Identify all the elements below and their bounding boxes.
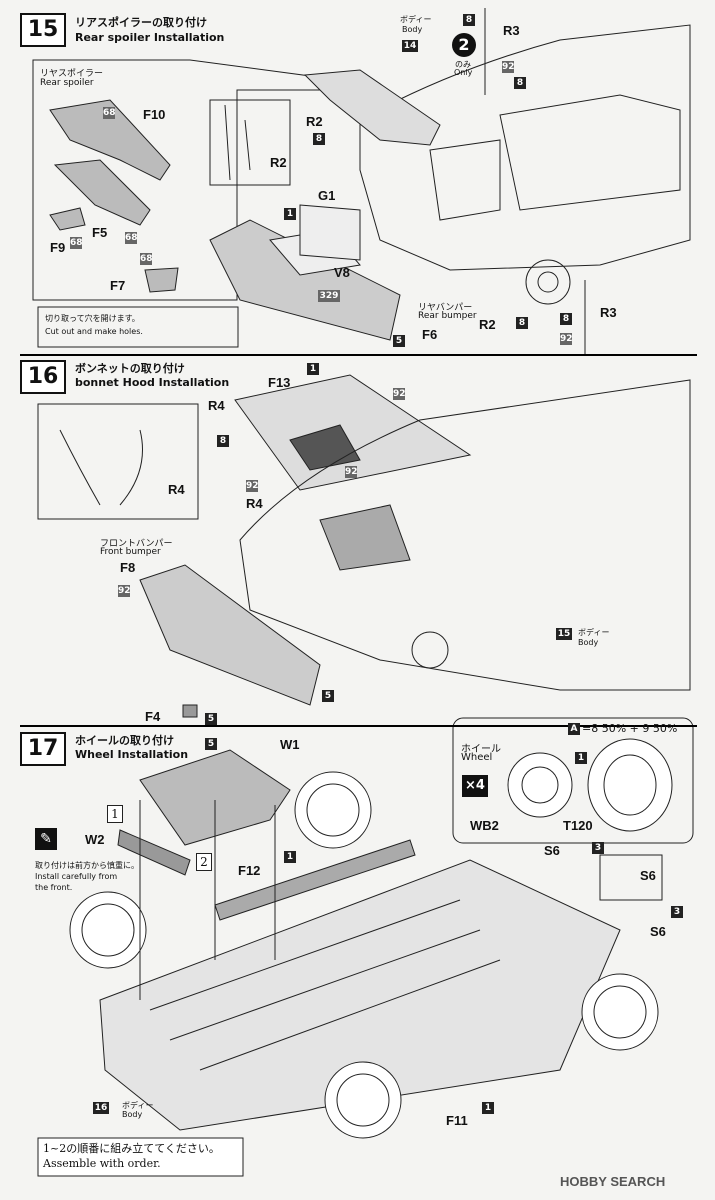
num-92-16c: 92: [345, 466, 358, 478]
rear-spoiler-label-jp: リヤスポイラー: [40, 69, 104, 79]
part-f11: F11: [446, 1113, 468, 1128]
only-label-jp: のみ: [455, 60, 471, 69]
part-r2-bottom: R2: [479, 317, 496, 332]
num-14: 14: [402, 40, 418, 52]
body-label-jp-16: ボディー: [578, 628, 610, 637]
wheel-label-en: Wheel: [461, 752, 493, 763]
front-bumper-label-jp: フロントバンパー: [100, 539, 173, 549]
part-f7: F7: [110, 278, 126, 293]
step-16-title-jp: ボンネットの取り付け: [75, 362, 185, 375]
num-92-16a: 92: [393, 388, 406, 400]
num-92-a: 92: [502, 61, 515, 73]
num-5-17: 5: [205, 738, 217, 750]
step-15-title-jp: リアスポイラーの取り付け: [75, 16, 207, 29]
part-v8: V8: [334, 265, 350, 280]
order-marker-1: 1: [107, 805, 123, 823]
body-label-en-16: Body: [578, 638, 599, 647]
part-f5: F5: [92, 225, 108, 240]
step-16-number: 16: [20, 360, 66, 394]
num-5-15: 5: [393, 335, 405, 347]
num-68-a: 68: [103, 107, 116, 119]
part-wb2: WB2: [470, 818, 499, 833]
step-16-title-en: bonnet Hood Installation: [75, 376, 230, 389]
num-8-e: 8: [560, 313, 572, 325]
num-92-16b: 92: [246, 480, 259, 492]
num-8-a: 8: [313, 133, 325, 145]
num-1-17c: 1: [482, 1102, 494, 1114]
step-15-title-en: Rear spoiler Installation: [75, 31, 225, 44]
part-f8: F8: [120, 560, 136, 575]
num-68-b: 68: [70, 237, 83, 249]
num-68-d: 68: [140, 253, 153, 265]
part-f12: F12: [238, 863, 261, 878]
cut-note-en: Cut out and make holes.: [45, 327, 143, 336]
part-r2-inset: R2: [270, 155, 287, 170]
body-label-jp-17: ボディー: [122, 1101, 154, 1110]
num-5-16a: 5: [322, 690, 334, 702]
part-w1: W1: [280, 737, 300, 752]
part-r4-top: R4: [208, 398, 225, 413]
num-92-16d: 92: [118, 585, 131, 597]
part-s6-b: S6: [640, 868, 656, 883]
step-17-title-jp: ホイールの取り付け: [75, 734, 174, 747]
num-15-body: 15: [556, 628, 572, 640]
variant-2-circle: 2: [452, 33, 476, 57]
part-r3-bottom: R3: [600, 305, 617, 320]
rear-spoiler-label-en: Rear spoiler: [40, 78, 94, 88]
part-f6: F6: [422, 327, 438, 342]
only-label-en: Only: [454, 68, 473, 77]
part-f4: F4: [145, 709, 161, 724]
part-r4-inset: R4: [168, 482, 185, 497]
num-1-17a: 1: [284, 851, 296, 863]
num-8-16: 8: [217, 435, 229, 447]
body-label-en-15: Body: [402, 25, 423, 34]
num-5-16b: 5: [205, 713, 217, 725]
num-1-wheel: 1: [575, 752, 587, 764]
step-17-title-en: Wheel Installation: [75, 748, 189, 761]
part-r3-top: R3: [503, 23, 520, 38]
order-note-en: Assemble with order.: [43, 1157, 161, 1170]
cut-note-jp: 切り取って穴を開けます。: [45, 314, 140, 323]
num-1-15: 1: [284, 208, 296, 220]
step-15-number: 15: [20, 13, 66, 47]
num-8-b: 8: [463, 14, 475, 26]
part-f9: F9: [50, 240, 66, 255]
times-4-badge: ×4: [462, 775, 488, 797]
step-17-number: 17: [20, 732, 66, 766]
num-16-body: 16: [93, 1102, 109, 1114]
num-8-c: 8: [514, 77, 526, 89]
mix-a-box: A: [568, 723, 580, 735]
num-1-16: 1: [307, 363, 319, 375]
num-3-a: 3: [592, 842, 604, 854]
careful-note-jp: 取り付けは前方から慎重に。: [35, 861, 139, 870]
num-92-b: 92: [560, 333, 573, 345]
part-t120: T120: [563, 818, 593, 833]
mix-ratio: =8 50% + 9 50%: [582, 722, 678, 735]
part-s6-a: S6: [544, 843, 560, 858]
part-s6-c: S6: [650, 924, 666, 939]
num-3-b: 3: [671, 906, 683, 918]
careful-note-en-1: Install carefully from: [35, 872, 118, 881]
body-label-en-17: Body: [122, 1110, 143, 1119]
part-r4-bottom: R4: [246, 496, 263, 511]
caution-icon: ✎: [35, 828, 57, 850]
num-329: 329: [318, 290, 340, 302]
body-label-jp-15: ボディー: [400, 15, 432, 24]
part-g1: G1: [318, 188, 336, 203]
rear-bumper-label-jp: リヤバンパー: [418, 303, 473, 313]
careful-note-en-2: the front.: [35, 883, 73, 892]
part-r2-top: R2: [306, 114, 323, 129]
order-marker-2: 2: [196, 853, 212, 871]
watermark: HOBBY SEARCH: [560, 1174, 666, 1189]
order-note-jp: 1~2の順番に組み立ててください。: [43, 1142, 220, 1155]
num-8-d: 8: [516, 317, 528, 329]
part-w2: W2: [85, 832, 105, 847]
num-68-c: 68: [125, 232, 138, 244]
front-bumper-label-en: Front bumper: [100, 547, 161, 557]
wheel-label-jp: ホイール: [461, 744, 501, 755]
part-f13: F13: [268, 375, 291, 390]
part-f10: F10: [143, 107, 166, 122]
rear-bumper-label-en: Rear bumper: [418, 311, 477, 321]
